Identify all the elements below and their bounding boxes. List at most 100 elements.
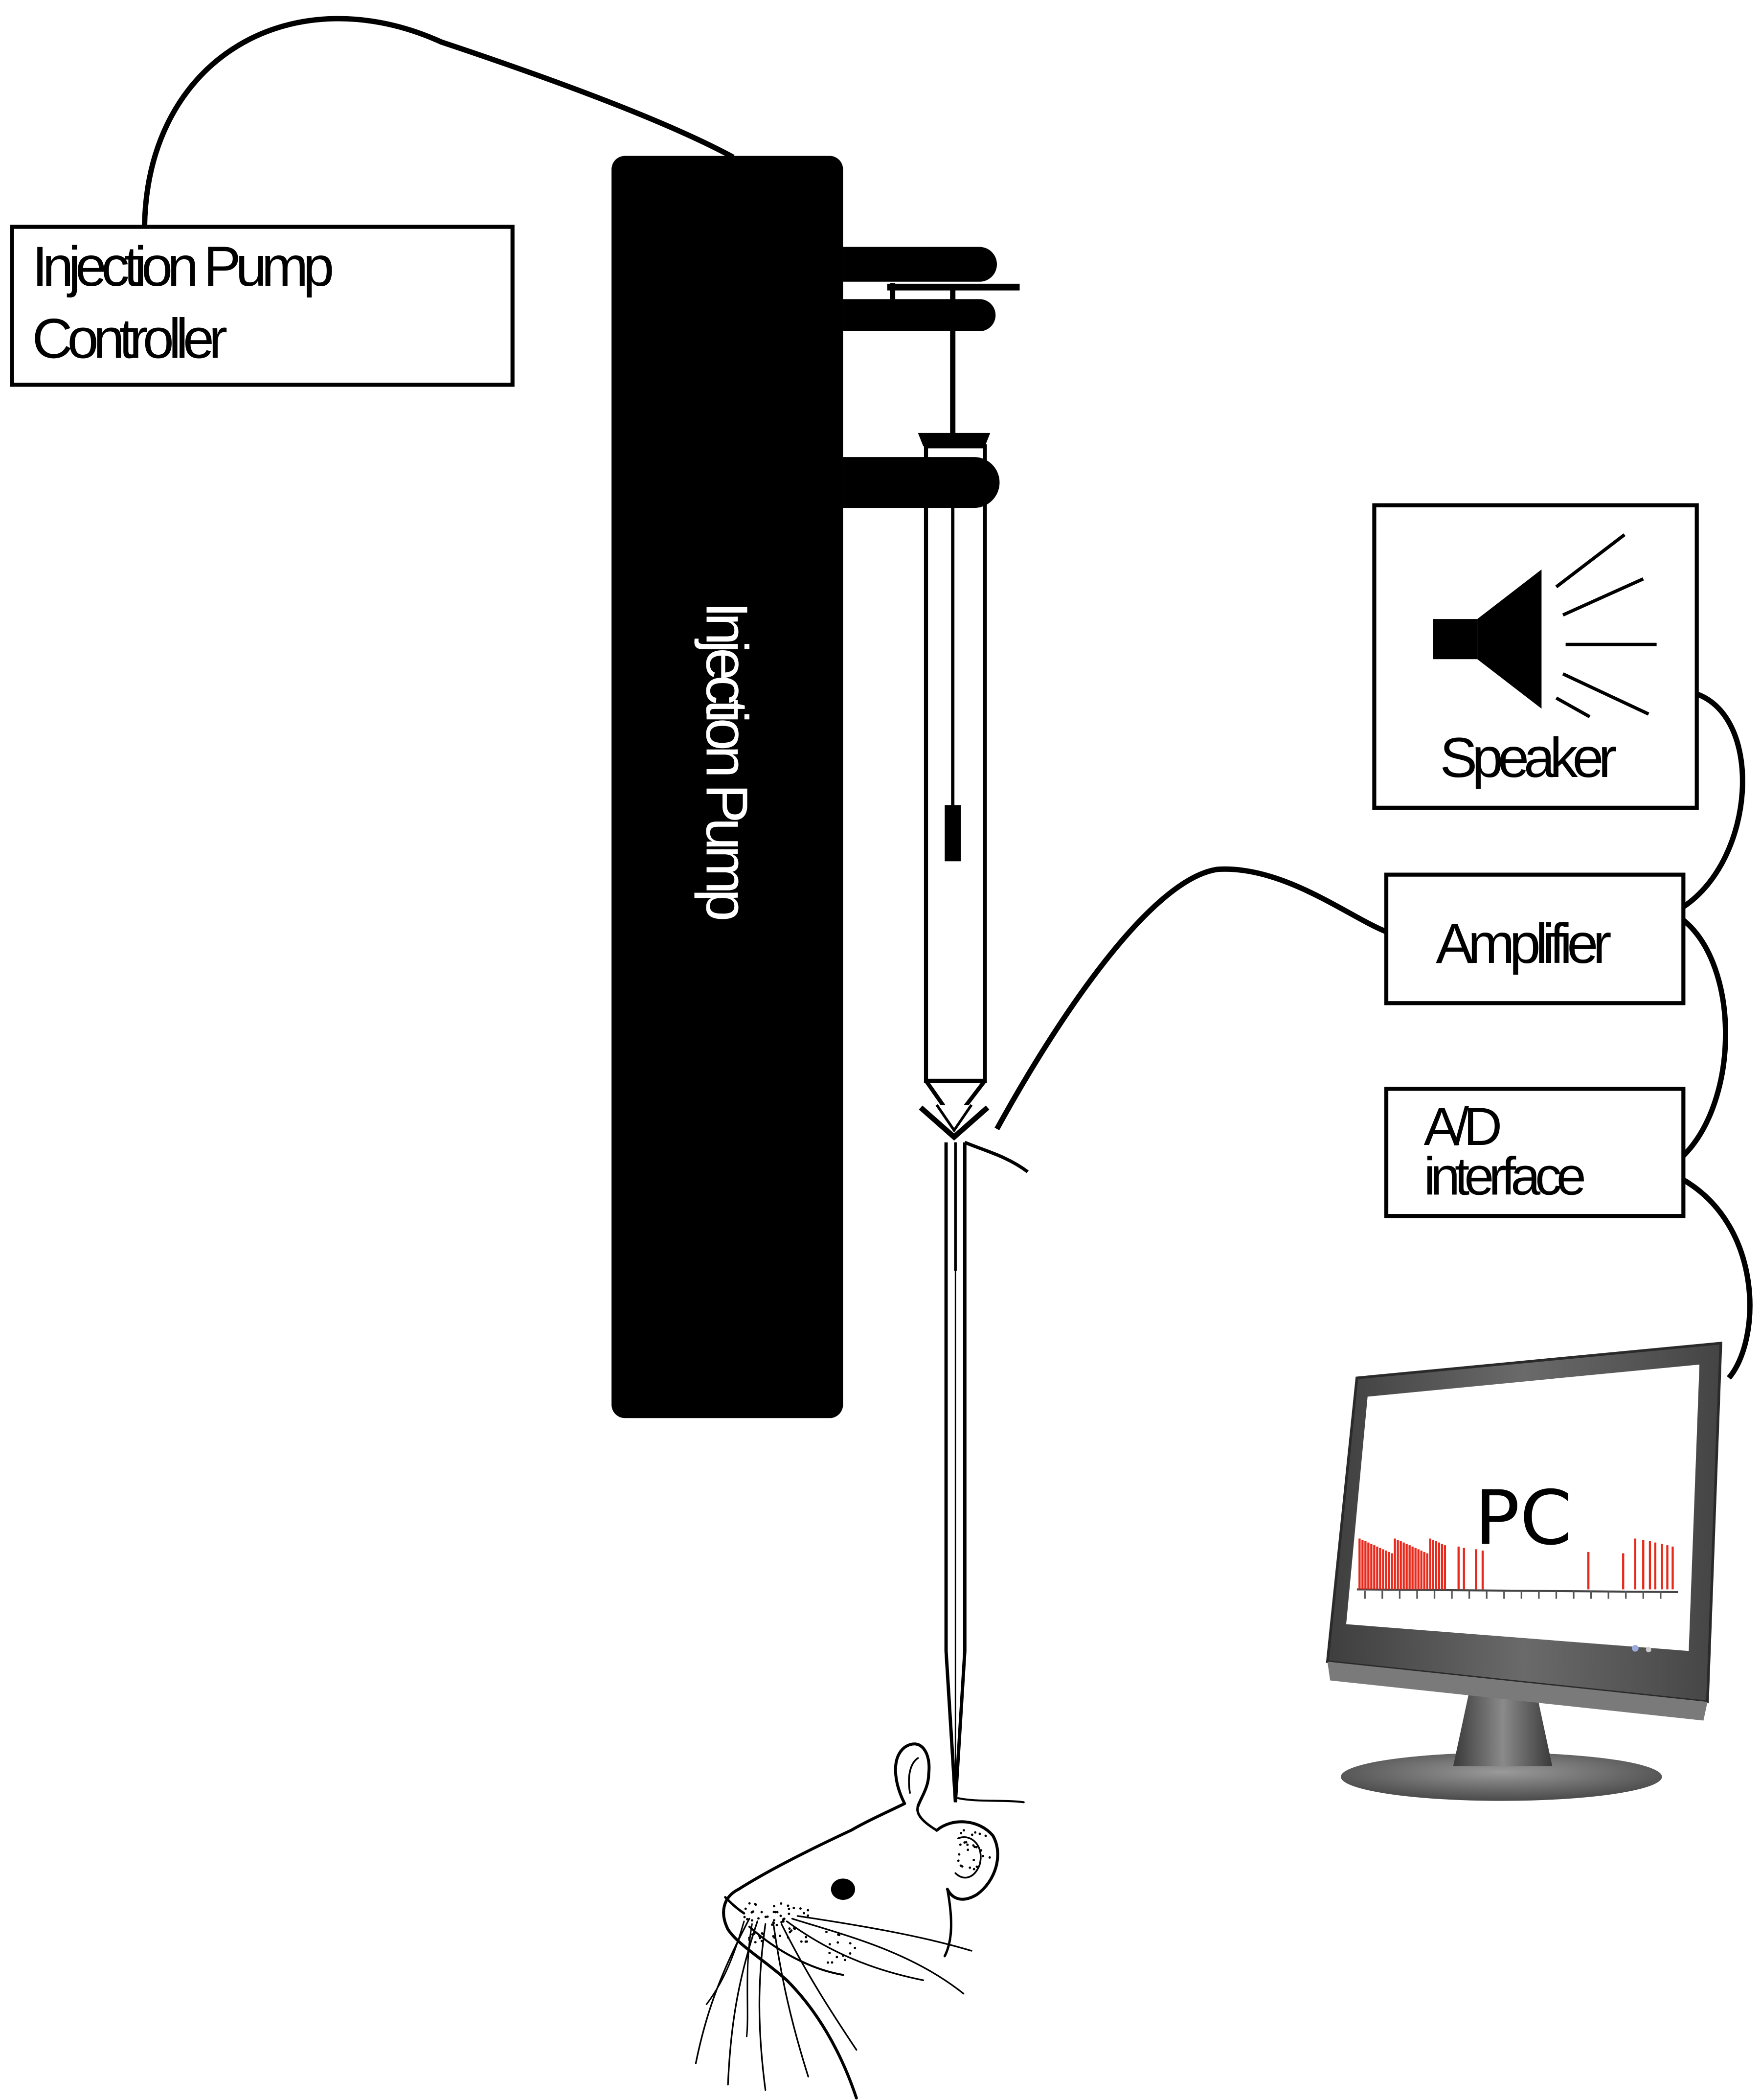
stipple-dot	[988, 1856, 991, 1859]
stipple-dot	[764, 1916, 767, 1918]
stipple-dot	[844, 1959, 846, 1962]
stipple-dot	[788, 1913, 790, 1915]
trace-ticks	[1364, 1591, 1662, 1599]
electrode-amplifier-cable	[994, 866, 1389, 1131]
stipple-dot	[828, 1951, 831, 1954]
stipple-dot	[971, 1833, 973, 1836]
stipple-dot	[780, 1902, 783, 1905]
stipple-dot	[744, 1907, 747, 1910]
stipple-dot	[980, 1849, 983, 1852]
stipple-dot	[963, 1841, 966, 1844]
stipple-dot	[748, 1937, 751, 1940]
stipple-dot	[759, 1937, 761, 1940]
stipple-dot	[849, 1942, 852, 1945]
stipple-dot	[776, 1911, 779, 1914]
stipple-dot	[969, 1866, 971, 1869]
stipple-dot	[984, 1834, 987, 1837]
stipple-dot	[972, 1868, 975, 1871]
stipple-dot	[962, 1829, 965, 1832]
stipple-dot	[841, 1954, 844, 1957]
stipple-dot	[972, 1844, 975, 1847]
amplifier-ad-cable	[1681, 918, 1728, 1158]
stipple-dot	[807, 1914, 810, 1917]
stipple-dot	[961, 1865, 964, 1868]
controller-label-line1: Injection Pump	[32, 235, 333, 298]
syringe-icon	[843, 247, 1029, 1803]
stipple-dot	[743, 1916, 746, 1918]
controller-label-line2: Controller	[32, 308, 227, 370]
stipple-dot	[779, 1915, 782, 1917]
stipple-dot	[780, 1921, 783, 1923]
trace-baseline	[1356, 1588, 1678, 1593]
speaker-box: Speaker	[1372, 503, 1699, 810]
stipple-dot	[751, 1933, 754, 1936]
stipple-dot	[773, 1919, 775, 1922]
stipple-dot	[825, 1931, 828, 1933]
stipple-dot	[803, 1912, 805, 1915]
stipple-dot	[959, 1843, 962, 1846]
stipple-dot	[775, 1924, 778, 1926]
stipple-dot	[799, 1907, 802, 1910]
controller-pump-cable	[141, 16, 735, 227]
stipple-dot	[760, 1911, 763, 1914]
stipple-dot	[761, 1932, 764, 1935]
stipple-dot	[790, 1929, 793, 1932]
stipple-dot	[748, 1941, 751, 1944]
stipple-dot	[827, 1961, 829, 1964]
stipple-dot	[828, 1943, 831, 1946]
stipple-dot	[972, 1859, 975, 1862]
stipple-dot	[752, 1910, 755, 1913]
injection-pump: Injection Pump	[611, 156, 843, 1418]
monitor-icon: PC	[1326, 1342, 1722, 1801]
stipple-dot	[788, 1927, 791, 1930]
stipple-dot	[773, 1905, 775, 1908]
stipple-dot	[838, 1934, 840, 1937]
speaker-label: Speaker	[1440, 727, 1616, 789]
stipple-dot	[804, 1940, 807, 1943]
stipple-dot	[774, 1911, 777, 1914]
stipple-dot	[835, 1956, 838, 1959]
stipple-dot	[792, 1927, 795, 1930]
stipple-dot	[789, 1931, 791, 1934]
stipple-dot	[975, 1846, 978, 1849]
ad-interface-box: A/D interface	[1384, 1087, 1686, 1218]
injection-pump-controller-box: Injection Pump Controller	[10, 225, 515, 387]
stipple-dot	[957, 1859, 960, 1862]
stipple-dot	[753, 1932, 756, 1935]
stipple-dot	[967, 1849, 970, 1851]
stipple-dot	[748, 1939, 751, 1941]
stipple-dot	[758, 1935, 761, 1938]
stipple-dot	[750, 1919, 753, 1922]
stipple-dot	[746, 1918, 748, 1920]
stipple-dot	[788, 1907, 790, 1910]
stipple-dot	[966, 1843, 969, 1846]
stipple-dot	[787, 1936, 790, 1939]
pc-label: PC	[1475, 1475, 1572, 1562]
spike-trace	[1358, 1538, 1674, 1590]
stipple-dot	[982, 1854, 985, 1857]
stipple-dot	[978, 1832, 981, 1835]
stipple-dot	[854, 1946, 857, 1949]
stipple-dot	[766, 1915, 769, 1918]
mouse-illustration	[695, 1742, 1025, 2100]
stipple-dot	[831, 1961, 834, 1964]
stipple-dot	[958, 1853, 961, 1856]
speaker-amplifier-cable	[1682, 691, 1745, 909]
stipple-dot	[770, 1923, 773, 1926]
stipple-dot	[960, 1832, 963, 1835]
ad-pc-cable	[1682, 1177, 1753, 1380]
stipple-dot	[800, 1940, 803, 1943]
stipple-dot	[754, 1941, 757, 1943]
stipple-dot	[975, 1865, 978, 1868]
stipple-dot	[757, 1917, 760, 1920]
stipple-dot	[754, 1903, 757, 1906]
stipple-dot	[772, 1921, 775, 1924]
stipple-dot	[974, 1831, 977, 1834]
stipple-dot	[782, 1920, 785, 1923]
stipple-dot	[787, 1904, 790, 1907]
stipple-dot	[836, 1941, 839, 1944]
stipple-dot	[773, 1936, 776, 1939]
stipple-dot	[779, 1935, 782, 1938]
stipple-dot	[748, 1902, 751, 1905]
